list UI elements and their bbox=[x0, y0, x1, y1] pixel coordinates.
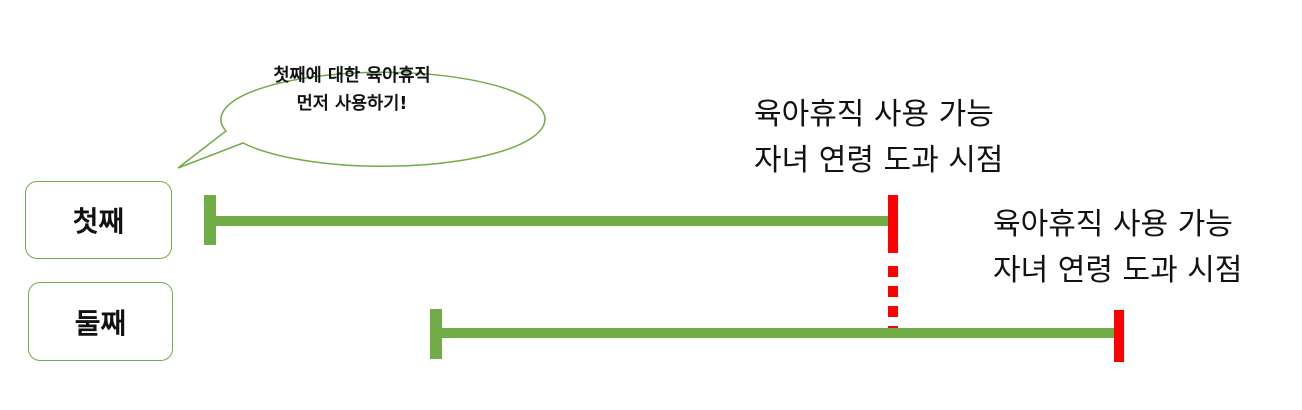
callout-text: 첫째에 대한 육아휴직 먼저 사용하기! bbox=[198, 62, 506, 118]
second-child-box: 둘째 bbox=[28, 282, 173, 361]
first-child-label: 첫째 bbox=[72, 205, 125, 238]
deadline-first-label-line-2: 자녀 연령 도과 시점 bbox=[754, 143, 1004, 178]
callout-line-2: 먼저 사용하기! bbox=[296, 94, 408, 114]
deadline-second-label-line-1: 육아휴직 사용 가능 bbox=[993, 207, 1233, 242]
speech-bubble bbox=[177, 71, 546, 169]
deadline-first-label: 육아휴직 사용 가능 자녀 연령 도과 시점 bbox=[754, 92, 1003, 184]
deadline-second-label-line-2: 자녀 연령 도과 시점 bbox=[993, 253, 1243, 288]
deadline-first-label-line-1: 육아휴직 사용 가능 bbox=[754, 97, 994, 132]
deadline-second-label: 육아휴직 사용 가능 자녀 연령 도과 시점 bbox=[993, 202, 1242, 294]
callout-line-1: 첫째에 대한 육아휴직 bbox=[273, 66, 431, 86]
first-child-box: 첫째 bbox=[25, 181, 172, 259]
second-child-label: 둘째 bbox=[74, 306, 127, 340]
